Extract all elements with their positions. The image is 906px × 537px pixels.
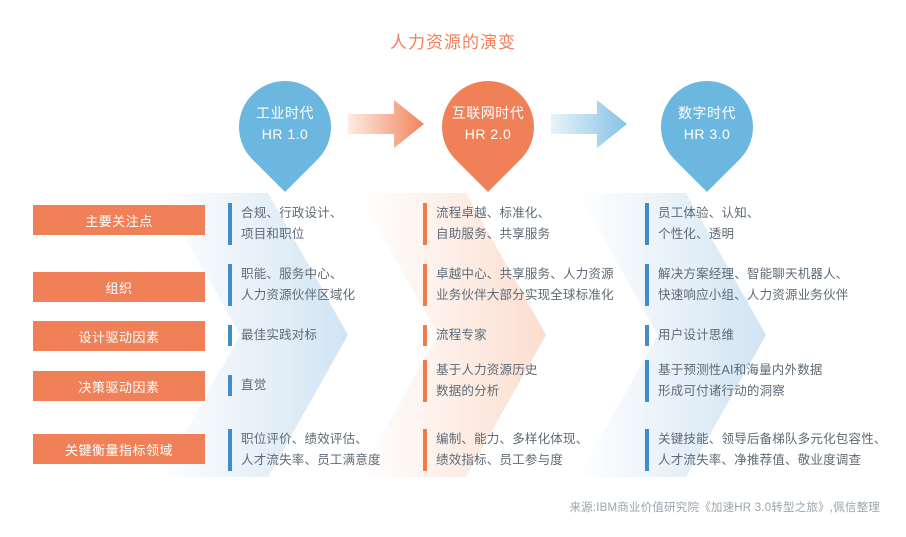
- accent-bar: [645, 203, 649, 245]
- row-label-2[interactable]: 设计驱动因素: [33, 321, 205, 351]
- cell-c1-r3: 直觉: [228, 375, 266, 396]
- row-label-3[interactable]: 决策驱动因素: [33, 371, 205, 401]
- row-label-1[interactable]: 组织: [33, 272, 205, 302]
- stage-2-label: 互联网时代 HR 2.0: [423, 103, 553, 145]
- connector-arrow-2-icon: [551, 100, 627, 148]
- accent-bar: [228, 264, 232, 306]
- cell-text: 关键技能、领导后备梯队多元化包容性、 人才流失率、净推荐值、敬业度调查: [658, 432, 887, 467]
- cell-text: 编制、能力、多样化体现、 绩效指标、员工参与度: [436, 432, 589, 467]
- stage-1-label: 工业时代 HR 1.0: [220, 103, 350, 145]
- cell-c1-r1: 职能、服务中心、 人力资源伙伴区域化: [228, 264, 355, 306]
- cell-c1-r0: 合规、行政设计、 项目和职位: [228, 203, 343, 245]
- cell-text: 流程专家: [436, 328, 487, 342]
- row-label-0[interactable]: 主要关注点: [33, 205, 205, 235]
- accent-bar: [645, 264, 649, 306]
- accent-bar: [228, 375, 232, 396]
- accent-bar: [423, 360, 427, 402]
- cell-c3-r1: 解决方案经理、智能聊天机器人、 快速响应小组、人力资源业务伙伴: [645, 264, 849, 306]
- accent-bar: [228, 325, 232, 346]
- accent-bar: [645, 325, 649, 346]
- cell-c2-r1: 卓越中心、共享服务、人力资源 业务伙伴大部分实现全球标准化: [423, 264, 614, 306]
- cell-text: 基于人力资源历史 数据的分析: [436, 363, 538, 398]
- page-title: 人力资源的演变: [390, 33, 516, 52]
- cell-c2-r3: 基于人力资源历史 数据的分析: [423, 360, 538, 402]
- accent-bar: [228, 203, 232, 245]
- cell-c2-r4: 编制、能力、多样化体现、 绩效指标、员工参与度: [423, 429, 588, 471]
- row-label-4[interactable]: 关键衡量指标领域: [33, 434, 205, 464]
- stage-2-era: 互联网时代: [451, 105, 525, 121]
- cell-c3-r3: 基于预测性AI和海量内外数据 形成可付诸行动的洞察: [645, 360, 823, 402]
- stage-3-label: 数字时代 HR 3.0: [642, 103, 772, 145]
- stage-1-version: HR 1.0: [261, 126, 309, 142]
- stage-3-era: 数字时代: [678, 105, 736, 121]
- cell-text: 卓越中心、共享服务、人力资源 业务伙伴大部分实现全球标准化: [436, 267, 614, 302]
- cell-c1-r4: 职位评价、绩效评估、 人才流失率、员工满意度: [228, 429, 381, 471]
- cell-c3-r4: 关键技能、领导后备梯队多元化包容性、 人才流失率、净推荐值、敬业度调查: [645, 429, 887, 471]
- connector-arrow-1-icon: [348, 100, 424, 148]
- cell-c2-r0: 流程卓越、标准化、 自助服务、共享服务: [423, 203, 550, 245]
- accent-bar: [423, 429, 427, 471]
- accent-bar: [645, 429, 649, 471]
- accent-bar: [423, 264, 427, 306]
- stage-2-version: HR 2.0: [464, 126, 512, 142]
- cell-text: 流程卓越、标准化、 自助服务、共享服务: [436, 206, 551, 241]
- accent-bar: [423, 203, 427, 245]
- cell-text: 用户设计思维: [658, 328, 735, 342]
- cell-c2-r2: 流程专家: [423, 325, 487, 346]
- cell-text: 直觉: [241, 378, 267, 392]
- stage-3-version: HR 3.0: [683, 126, 731, 142]
- cell-c3-r0: 员工体验、认知、 个性化、透明: [645, 203, 760, 245]
- cell-text: 员工体验、认知、 个性化、透明: [658, 206, 760, 241]
- cell-text: 职位评价、绩效评估、 人才流失率、员工满意度: [241, 432, 381, 467]
- accent-bar: [423, 325, 427, 346]
- stage-1-era: 工业时代: [256, 105, 314, 121]
- accent-bar: [228, 429, 232, 471]
- cell-text: 基于预测性AI和海量内外数据 形成可付诸行动的洞察: [658, 363, 823, 398]
- source-note: 来源:IBM商业价值研究院《加速HR 3.0转型之旅》,佩信整理: [569, 502, 880, 514]
- cell-text: 职能、服务中心、 人力资源伙伴区域化: [241, 267, 356, 302]
- cell-text: 最佳实践对标: [241, 328, 318, 342]
- cell-c3-r2: 用户设计思维: [645, 325, 734, 346]
- cell-text: 合规、行政设计、 项目和职位: [241, 206, 343, 241]
- cell-c1-r2: 最佳实践对标: [228, 325, 317, 346]
- accent-bar: [645, 360, 649, 402]
- cell-text: 解决方案经理、智能聊天机器人、 快速响应小组、人力资源业务伙伴: [658, 267, 849, 302]
